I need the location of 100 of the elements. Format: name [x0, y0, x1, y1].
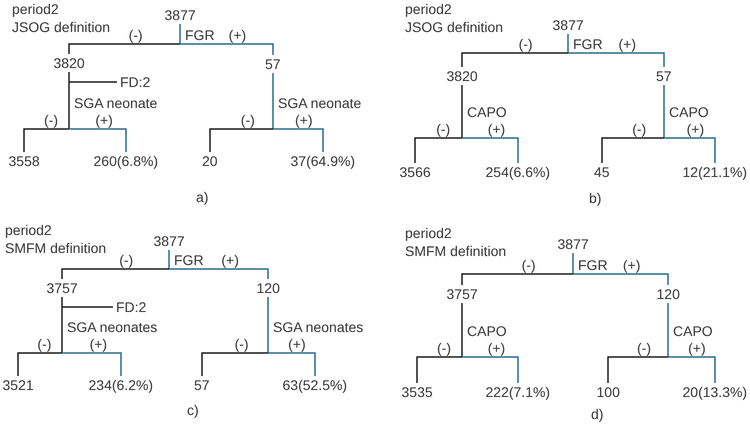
stem-line [461, 303, 463, 357]
branch-line [68, 43, 180, 54]
branch-line [180, 43, 274, 55]
panel-label: c) [187, 402, 199, 418]
split-label: SGA neonate [74, 95, 158, 111]
node-label: 3757 [446, 286, 478, 302]
stem-line [272, 73, 274, 129]
branch-line [69, 128, 127, 152]
stem-line [61, 297, 63, 353]
node-label: 254(6.6%) [486, 164, 550, 180]
branch-line [209, 128, 273, 152]
edge-label: (+) [90, 336, 108, 352]
split-label: FGR [578, 257, 608, 273]
edge-label: (-) [522, 257, 536, 273]
node-label: 3877 [154, 233, 185, 249]
stem-line [567, 34, 569, 53]
node-label: 3521 [2, 377, 34, 393]
stem-line [572, 253, 574, 274]
edge-label: (-) [437, 340, 451, 356]
edge-label: (+) [295, 112, 312, 128]
panel-label: d) [591, 406, 604, 422]
edge-label: (+) [221, 252, 239, 268]
node-label: 45 [594, 164, 610, 180]
edge-label: (-) [119, 252, 134, 268]
edge-label: (+) [288, 336, 306, 352]
edge-label: (+) [688, 340, 706, 356]
branch-line [23, 128, 69, 152]
edge-label: (+) [488, 121, 506, 137]
branch-line [607, 356, 668, 383]
stem-line [267, 297, 269, 353]
branch-line [573, 273, 669, 285]
node-label: 120 [656, 286, 680, 302]
edge-label: (-) [240, 112, 255, 128]
edge-label: (-) [518, 36, 533, 52]
split-label: CAPO [467, 323, 507, 339]
edge-label: (-) [637, 340, 651, 356]
stem-line [68, 72, 70, 129]
node-label: FD:2 [120, 74, 150, 90]
split-label: SGA neonate [278, 95, 362, 111]
branch-line [62, 306, 113, 308]
edge-label: (+) [686, 121, 704, 137]
edge-label: (-) [632, 121, 646, 137]
node-label: 3558 [8, 153, 40, 169]
edge-label: (+) [488, 340, 506, 356]
node-label: 37(64.9%) [290, 153, 356, 169]
branch-line [461, 273, 573, 285]
edge-label: (+) [95, 112, 113, 128]
stem-line [461, 85, 463, 138]
branch-line [62, 352, 122, 376]
branch-line [17, 352, 62, 376]
node-label: 57 [265, 56, 281, 72]
node-label: 20 [202, 153, 218, 169]
branch-line [462, 356, 519, 383]
branch-line [668, 356, 716, 383]
stem-line [179, 24, 181, 44]
branch-line [268, 352, 316, 376]
node-label: 260(6.8%) [94, 153, 158, 169]
edge-label: (+) [228, 27, 246, 43]
node-label: 3877 [552, 17, 584, 33]
branch-line [568, 52, 665, 67]
branch-line [273, 128, 324, 152]
panel-label: b) [589, 190, 602, 206]
branch-line [461, 52, 568, 67]
split-label: CAPO [467, 104, 507, 120]
panel-title: period2 SMFM definition [405, 224, 506, 260]
panel-title: period2 JSOG definition [12, 0, 110, 36]
node-label: 3566 [400, 164, 431, 180]
node-label: FD:2 [116, 299, 146, 315]
panel-title: period2 SMFM definition [5, 221, 106, 257]
node-label: 3877 [164, 7, 196, 23]
split-label: FGR [185, 27, 215, 43]
split-label: SGA neonates [67, 319, 158, 335]
node-label: 57 [194, 377, 210, 393]
panel-title: period2 JSOG definition [405, 0, 504, 36]
branch-line [664, 137, 716, 163]
node-label: 3820 [446, 68, 478, 84]
split-label: CAPO [669, 104, 709, 120]
edge-label: (-) [128, 27, 143, 43]
branch-line [61, 268, 169, 279]
node-label: 20(13.3%) [682, 384, 748, 400]
split-label: FGR [573, 36, 603, 52]
node-label: 120 [256, 280, 280, 296]
node-label: 100 [596, 384, 620, 400]
branch-line [416, 356, 462, 383]
node-label: 3877 [558, 236, 589, 252]
panel-label: a) [196, 189, 208, 205]
branch-line [169, 268, 269, 279]
branch-line [414, 137, 462, 163]
branch-line [601, 137, 664, 163]
edge-label: (-) [436, 121, 450, 137]
node-label: 63(52.5%) [282, 377, 348, 393]
split-label: FGR [174, 252, 204, 268]
stem-line [667, 303, 669, 357]
branch-line [462, 137, 519, 163]
stem-line [663, 85, 665, 138]
edge-label: (-) [44, 112, 58, 128]
node-label: 234(6.2%) [88, 377, 154, 393]
node-label: 3757 [46, 280, 78, 296]
stem-line [168, 250, 170, 269]
edge-label: (-) [234, 336, 249, 352]
